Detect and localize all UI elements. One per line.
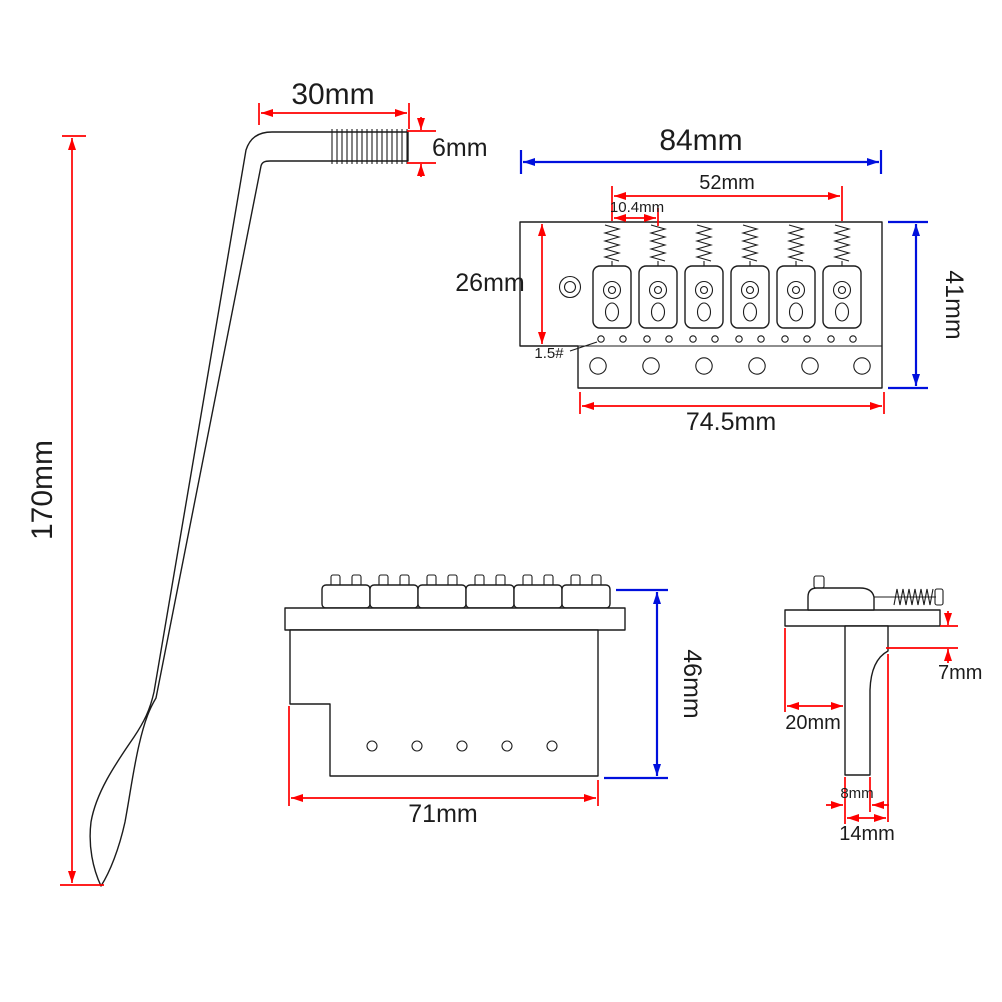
extension-lines [886,625,958,649]
base-plate [284,607,626,631]
label-screw-gauge: 1.5# [534,341,598,362]
dim-label-52mm: 52mm [699,172,755,194]
dimension-74-5mm: 74.5mm [579,392,885,436]
dimension-170mm: 170mm [26,135,104,886]
dimension-41mm: 41mm [888,220,968,390]
base-plate-side [784,609,941,627]
spring-hole [366,740,378,752]
dim-label-10-4mm: 10.4mm [610,199,664,216]
extension-lines [60,135,104,886]
dim-label-7mm: 7mm [938,662,982,684]
saddle [684,265,724,329]
saddle-rear [321,574,371,609]
spring-hole [411,740,423,752]
saddle [822,265,862,329]
extension-lines [888,220,928,390]
mount-screw-hole [801,357,819,375]
pivot-hole-outer [558,275,582,299]
intonation-screw-head [934,588,944,606]
extension-lines [288,706,599,806]
tremolo-arm-view: 30mm 6mm 170mm [26,78,488,887]
bridge-front-view: 84mm 52mm 10.4mm 26mm 1.5# 41mm [455,124,968,436]
bridge-side-view: 7mm 20mm 8mm 14mm [784,575,982,845]
saddle [776,265,816,329]
mount-screw-hole [748,357,766,375]
spring-hole [546,740,558,752]
dimension-84mm: 84mm [519,124,883,174]
saddle-rear [417,574,467,609]
tremolo-block-outline [289,629,599,777]
dimension-26mm: 26mm [455,224,546,344]
dim-label-84mm: 84mm [659,124,742,157]
tremolo-block-side [844,625,889,776]
dim-label-20mm: 20mm [785,712,841,734]
extension-lines [579,392,885,414]
dim-label-46mm: 46mm [678,649,706,718]
thread-lines [331,129,408,164]
dim-label-14mm: 14mm [839,823,895,845]
tremolo-arm-outline [89,131,409,887]
saddle-side [807,587,875,611]
saddle [638,265,678,329]
pivot-hole-inner [563,280,577,294]
dimension-14mm: 14mm [839,654,895,845]
mount-screw-hole [853,357,871,375]
dimension-46mm: 46mm [604,588,706,780]
dim-label-26mm: 26mm [455,269,524,297]
extension-lines [604,588,668,780]
extension-lines [407,130,436,164]
dim-label-1-5: 1.5# [534,345,564,362]
intonation-spring-side [893,588,934,606]
dimension-7mm: 7mm [886,611,982,684]
dim-label-74-5mm: 74.5mm [686,408,776,436]
extension-lines [519,150,883,174]
dim-label-30mm: 30mm [291,78,374,111]
bridge-bottom-view: 46mm 71mm [284,574,706,828]
mount-screw-hole [642,357,660,375]
dim-label-6mm: 6mm [432,134,488,162]
spring-hole [501,740,513,752]
dim-label-71mm: 71mm [408,800,477,828]
saddle-rear [513,574,563,609]
mount-screw-hole [695,357,713,375]
mount-screw-hole [589,357,607,375]
saddle [730,265,770,329]
extension-lines [611,186,843,221]
leader-line [569,341,598,352]
dimension-71mm: 71mm [288,706,599,828]
dimension-8mm: 8mm [826,777,889,824]
height-screw-head [813,575,825,589]
dim-label-170mm: 170mm [26,440,59,540]
dimension-30mm: 30mm [258,78,410,129]
dimension-6mm: 6mm [407,117,488,177]
spring-hole [456,740,468,752]
dimension-10-4mm: 10.4mm [610,199,664,226]
saddle-rear [465,574,515,609]
extension-lines [844,777,871,824]
saddle-rear [561,574,611,609]
extension-lines [258,103,410,129]
saddle-rear [369,574,419,609]
dim-label-8mm: 8mm [840,785,873,802]
dimension-20mm: 20mm [784,628,843,734]
saddle [592,265,632,329]
dim-label-41mm: 41mm [940,270,968,339]
dimension-52mm: 52mm [611,172,843,221]
